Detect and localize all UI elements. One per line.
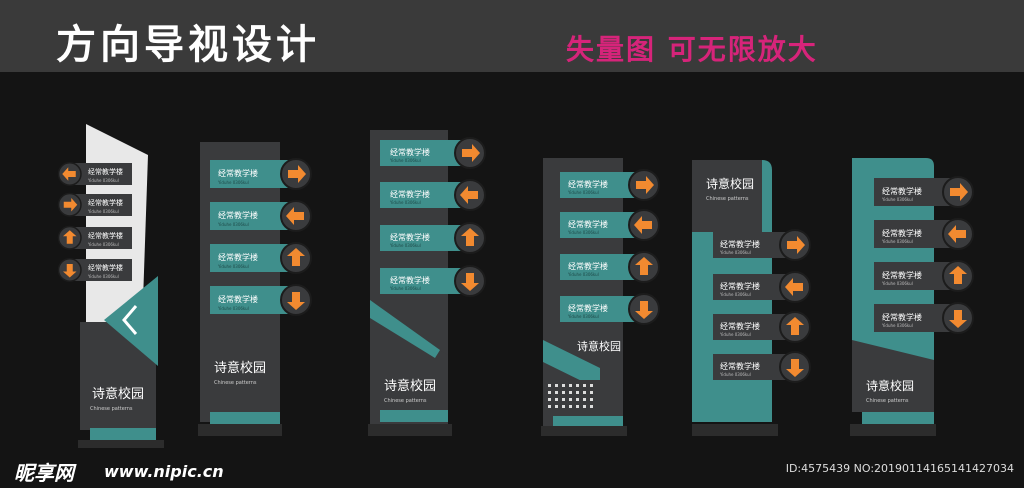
sign-panel-sublabel: Yiduhe 0306kul	[389, 200, 421, 205]
arrow-up-icon	[942, 260, 974, 292]
sign-panel-label: 经常教学楼	[568, 261, 608, 271]
sign-panel-label: 经常教学楼	[218, 294, 258, 304]
arrow-left-icon	[628, 209, 660, 241]
sign-panel-label: 经常教学楼	[390, 189, 430, 199]
sign-panel-label: 经常教学楼	[88, 198, 123, 207]
sign-panel-label: 经常教学楼	[390, 275, 430, 285]
sign-panel-label: 经常教学楼	[882, 270, 922, 280]
brand-english-text: Chinese patterns	[866, 398, 909, 404]
arrow-right-icon	[57, 192, 82, 217]
arrow-down-icon	[628, 293, 660, 325]
arrow-right-icon	[779, 229, 811, 261]
sign-panel-label: 经常教学楼	[218, 210, 258, 220]
arrow-down-icon	[57, 258, 82, 282]
brand-logo-text: 诗意校园	[92, 386, 144, 402]
sign-panel-sublabel: Yiduhe 0306kul	[567, 314, 599, 319]
arrow-left-icon	[280, 200, 312, 232]
brand-logo-text: 诗意校园	[214, 360, 266, 376]
sign-panel-label: 经常教学楼	[88, 231, 123, 240]
sign-panel-label: 经常教学楼	[568, 303, 608, 313]
watermark-logo: 昵享网	[14, 461, 74, 485]
sign-panel-sublabel: Yiduhe 0306kul	[881, 197, 913, 202]
sign-panel-sublabel: Yiduhe 0306kul	[567, 272, 599, 277]
arrow-right-icon	[454, 137, 486, 169]
sign-panel-sublabel: Yiduhe 0306kul	[217, 180, 249, 185]
brand-english-text: Chinese patterns	[706, 196, 749, 202]
arrow-right-icon	[942, 176, 974, 208]
sign-panel-label: 经常教学楼	[720, 361, 760, 371]
sign-panel-sublabel: Yiduhe 0306kul	[719, 250, 751, 255]
arrow-up-icon	[454, 222, 486, 254]
sign-panel-sublabel: Yiduhe 0306kul	[881, 281, 913, 286]
sign-panel-sublabel: Yiduhe 0306kul	[719, 332, 751, 337]
page-subtitle: 失量图 可无限放大	[566, 33, 818, 66]
sign-panel-sublabel: Yiduhe 0306kul	[389, 286, 421, 291]
sign-panel-label: 经常教学楼	[88, 167, 123, 176]
sign-panel-label: 经常教学楼	[882, 228, 922, 238]
arrow-left-icon	[779, 271, 811, 303]
arrow-down-icon	[280, 284, 312, 316]
arrow-up-icon	[779, 311, 811, 343]
arrow-up-icon	[280, 242, 312, 274]
brand-logo-text: 诗意校园	[577, 339, 621, 353]
arrow-down-icon	[454, 265, 486, 297]
sign-panel-sublabel: Yiduhe 0306kul	[567, 230, 599, 235]
sign-panel-sublabel: Yiduhe 0306kul	[567, 190, 599, 195]
sign-panel-label: 经常教学楼	[882, 312, 922, 322]
brand-logo-text: 诗意校园	[384, 378, 436, 394]
sign-panel-sublabel: Yiduhe 0306kul	[87, 274, 119, 279]
arrow-down-icon	[942, 302, 974, 334]
watermark-url: www.nipic.cn	[104, 462, 224, 481]
sign-panel-sublabel: Yiduhe 0306kul	[217, 264, 249, 269]
arrow-left-icon	[57, 162, 82, 186]
sign-panel-label: 经常教学楼	[390, 232, 430, 242]
sign-panel-label: 经常教学楼	[218, 252, 258, 262]
brand-logo-text: 诗意校园	[706, 176, 754, 191]
arrow-left-icon	[454, 179, 486, 211]
sign-panel-label: 经常教学楼	[88, 263, 123, 272]
arrow-right-icon	[280, 158, 312, 190]
sign-panel-label: 经常教学楼	[568, 219, 608, 229]
sign-panel-label: 经常教学楼	[720, 281, 760, 291]
arrow-up-icon	[57, 225, 82, 250]
sign-panel-label: 经常教学楼	[568, 179, 608, 189]
sign-panel-sublabel: Yiduhe 0306kul	[87, 209, 119, 214]
brand-english-text: Chinese patterns	[214, 380, 257, 386]
arrow-left-icon	[942, 218, 974, 250]
arrow-up-icon	[628, 251, 660, 283]
sign-panel-label: 经常教学楼	[720, 321, 760, 331]
brand-logo-text: 诗意校园	[866, 378, 914, 393]
image-id-label: ID:4575439 NO:20190114165141427034	[785, 462, 1014, 475]
sign-panel-label: 经常教学楼	[390, 147, 430, 157]
sign-panel-sublabel: Yiduhe 0306kul	[719, 292, 751, 297]
arrow-down-icon	[779, 351, 811, 383]
sign-panel-sublabel: Yiduhe 0306kul	[87, 178, 119, 183]
arrow-right-icon	[628, 169, 660, 201]
sign-panel-label: 经常教学楼	[882, 186, 922, 196]
sign-panel-label: 经常教学楼	[720, 239, 760, 249]
sign-panel-sublabel: Yiduhe 0306kul	[217, 222, 249, 227]
header-bar: 方向导视设计 失量图 可无限放大	[0, 0, 1024, 72]
sign-panel-sublabel: Yiduhe 0306kul	[389, 158, 421, 163]
brand-english-text: Chinese patterns	[90, 406, 133, 412]
sign-panel-sublabel: Yiduhe 0306kul	[87, 242, 119, 247]
sign-panel-sublabel: Yiduhe 0306kul	[881, 239, 913, 244]
sign-panel-sublabel: Yiduhe 0306kul	[389, 243, 421, 248]
sign-panel-sublabel: Yiduhe 0306kul	[217, 306, 249, 311]
sign-panel-label: 经常教学楼	[218, 168, 258, 178]
sign-panel-sublabel: Yiduhe 0306kul	[881, 323, 913, 328]
brand-english-text: Chinese patterns	[384, 398, 427, 404]
page-title: 方向导视设计	[56, 22, 320, 68]
sign-panel-sublabel: Yiduhe 0306kul	[719, 372, 751, 377]
